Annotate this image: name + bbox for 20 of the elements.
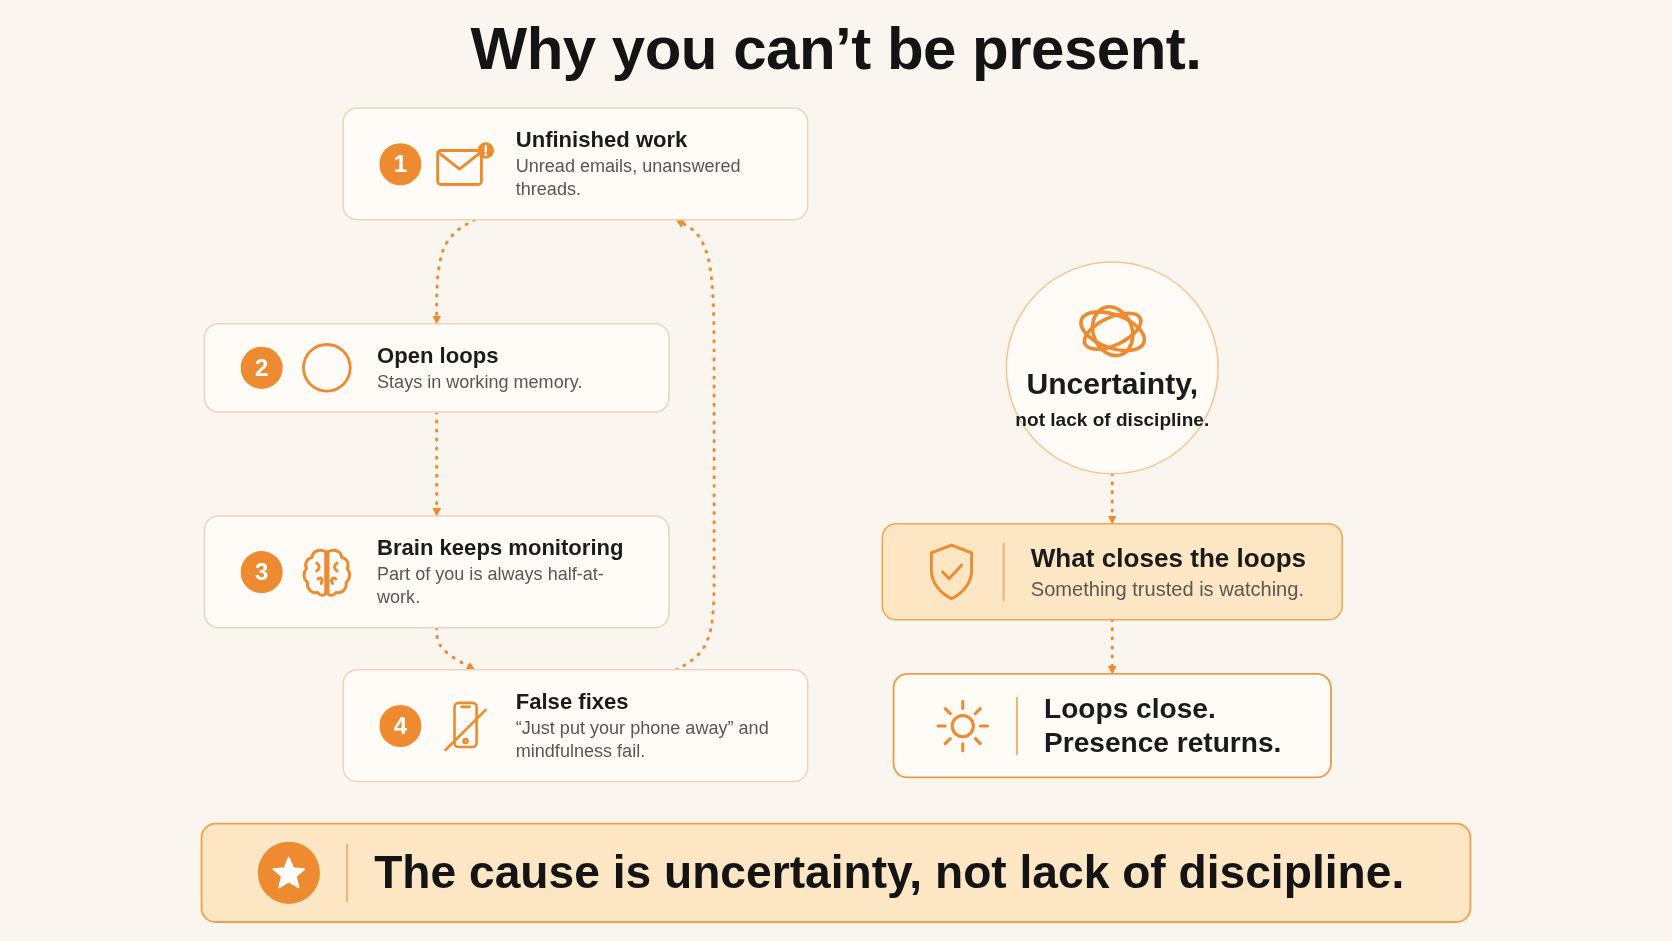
dotted-arrow (1107, 472, 1117, 525)
step-text: Stays in working memory. (377, 371, 583, 392)
step-title: Unfinished work (515, 127, 688, 153)
step-title: Brain keeps monitoring (377, 535, 624, 561)
step-title: False fixes (515, 688, 629, 714)
result-text: Loops close. Presence returns. (1044, 692, 1282, 758)
step-text: Unread emails, unanswered threads. (515, 155, 741, 200)
dotted-arrow (1107, 618, 1117, 675)
step-text: Part of you is always half-at-work. (377, 563, 604, 608)
step-text: “Just put your phone away” and mindfulness fail. (515, 717, 769, 762)
banner-text: The cause is uncertainty, not lack of discipline. (374, 845, 1405, 898)
dotted-arrow (435, 626, 476, 671)
dotted-arrow (432, 410, 442, 517)
hub-title: Uncertainty, (1026, 367, 1199, 401)
hub-text: not lack of discipline. (1015, 407, 1210, 430)
highlight-title: What closes the loops (1030, 542, 1307, 573)
step-title: Open loops (377, 342, 499, 368)
page-title: Why you can’t be present. (470, 14, 1202, 83)
highlight-text: Something trusted is watching. (1030, 577, 1304, 600)
dotted-arrow (432, 218, 477, 325)
